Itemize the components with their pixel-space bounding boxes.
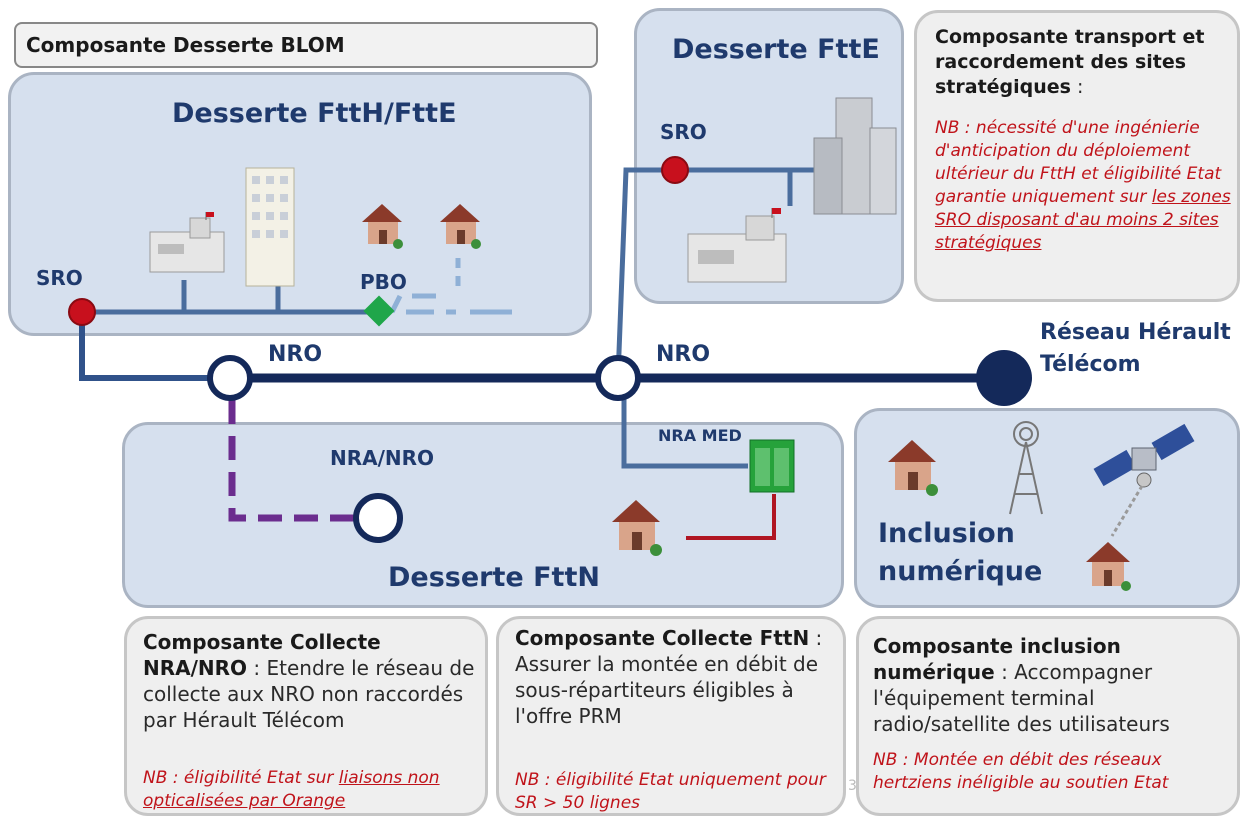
nro-node-left bbox=[207, 355, 253, 401]
ftth-ftte-title: Desserte FttH/FttE bbox=[172, 98, 457, 129]
inclusion-title-line2: numérique bbox=[878, 556, 1043, 587]
header-title: Composante Desserte BLOM bbox=[26, 33, 345, 57]
nro-label-right: NRO bbox=[656, 342, 711, 367]
office-building-icon bbox=[149, 212, 225, 273]
note-collecte-nra-title: Composante Collecte NRA/NRO bbox=[143, 630, 381, 680]
house-icon bbox=[440, 204, 481, 249]
note-collecte-fttn-title: Composante Collecte FttN bbox=[515, 626, 810, 650]
sro-node-left bbox=[68, 298, 96, 326]
satellite-icon bbox=[1093, 423, 1195, 488]
satellite-link bbox=[1110, 485, 1144, 537]
note-inclusion-nb: NB : Montée en débit des réseaux hertzie… bbox=[873, 750, 1169, 793]
reseau-label-line1: Réseau Hérault bbox=[1040, 320, 1231, 345]
nro-label-left: NRO bbox=[268, 342, 323, 367]
header-box: Composante Desserte BLOM bbox=[14, 22, 598, 68]
nra-med-label: NRA MED bbox=[658, 426, 742, 445]
note-inclusion: Composante inclusion numérique : Accompa… bbox=[856, 616, 1240, 816]
office-building-icon bbox=[687, 208, 787, 283]
nro-node-right bbox=[595, 355, 641, 401]
house-icon bbox=[888, 440, 938, 496]
nra-nro-node bbox=[353, 493, 403, 543]
house-icon bbox=[1086, 542, 1131, 591]
sro-node-ftte bbox=[661, 156, 689, 184]
collecte-dashed-link bbox=[228, 400, 358, 522]
note-transport-title: Composante transport et raccordement des… bbox=[935, 26, 1205, 98]
nra-med-drop bbox=[686, 494, 776, 540]
ftte-link bbox=[615, 167, 675, 379]
ftth-branch-lines bbox=[82, 280, 390, 315]
nra-med-cabinet-icon bbox=[749, 439, 795, 493]
note-collecte-nra-nb: NB : éligibilité Etat sur liaisons non o… bbox=[143, 768, 440, 811]
pbo-node bbox=[363, 295, 395, 327]
pbo-label: PBO bbox=[360, 270, 407, 294]
nra-med-link bbox=[621, 378, 748, 469]
note-inclusion-title: Composante inclusion numérique bbox=[873, 634, 1121, 684]
page-number: 3 bbox=[848, 778, 857, 794]
nra-nro-label: NRA/NRO bbox=[330, 446, 435, 470]
ftth-planned-dashes bbox=[389, 258, 512, 315]
sro-label-left: SRO bbox=[36, 266, 83, 290]
house-icon bbox=[362, 204, 403, 249]
note-transport: Composante transport et raccordement des… bbox=[914, 10, 1240, 302]
fttn-title: Desserte FttN bbox=[388, 562, 600, 593]
note-transport-nb: NB : nécessité d'une ingénierie d'antici… bbox=[935, 118, 1231, 253]
inclusion-title-line1: Inclusion bbox=[878, 518, 1015, 549]
reseau-label-line2: Télécom bbox=[1040, 352, 1141, 377]
note-collecte-fttn-nb: NB : éligibilité Etat uniquement pour SR… bbox=[515, 770, 826, 813]
skyscraper-icon bbox=[813, 97, 897, 215]
sro-label-ftte: SRO bbox=[660, 120, 707, 144]
sro-left-link bbox=[79, 312, 218, 381]
house-icon bbox=[612, 500, 662, 556]
panel-desserte-ftth-ftte bbox=[8, 72, 592, 336]
radio-tower-icon bbox=[1009, 421, 1043, 515]
note-collecte-fttn: Composante Collecte FttN : Assurer la mo… bbox=[496, 616, 846, 816]
apartment-building-icon bbox=[245, 167, 295, 287]
reseau-herault-node bbox=[976, 350, 1032, 406]
panel-inclusion-numerique bbox=[854, 408, 1240, 608]
ftte-title: Desserte FttE bbox=[672, 34, 880, 65]
note-collecte-nra: Composante Collecte NRA/NRO : Etendre le… bbox=[124, 616, 488, 816]
